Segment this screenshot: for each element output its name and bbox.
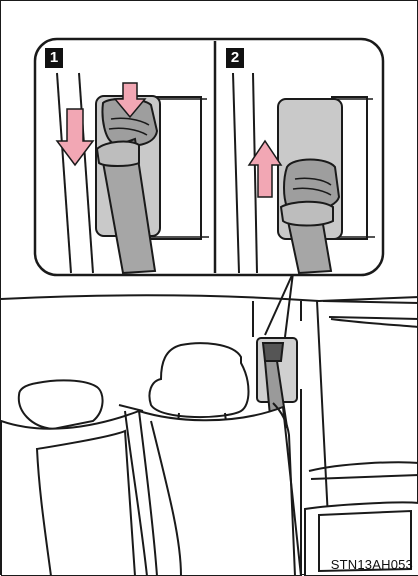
seatback-left-panel: [37, 431, 135, 576]
belt-buckle-small: [263, 343, 283, 361]
step-1-badge: 1: [45, 48, 63, 68]
seatback-right: [139, 407, 301, 576]
zoom-pointer: [265, 273, 293, 337]
roof-line: [1, 295, 418, 301]
rear-seat-scene: [1, 273, 418, 576]
window-edge: [331, 319, 418, 327]
belt-guide-2: [281, 202, 333, 226]
figure-code: STN13AH053: [331, 557, 413, 572]
headrest-left: [19, 380, 103, 429]
belt-guide-1: [97, 142, 139, 166]
step-2-badge: 2: [226, 48, 244, 68]
headrest-right: [149, 343, 248, 417]
